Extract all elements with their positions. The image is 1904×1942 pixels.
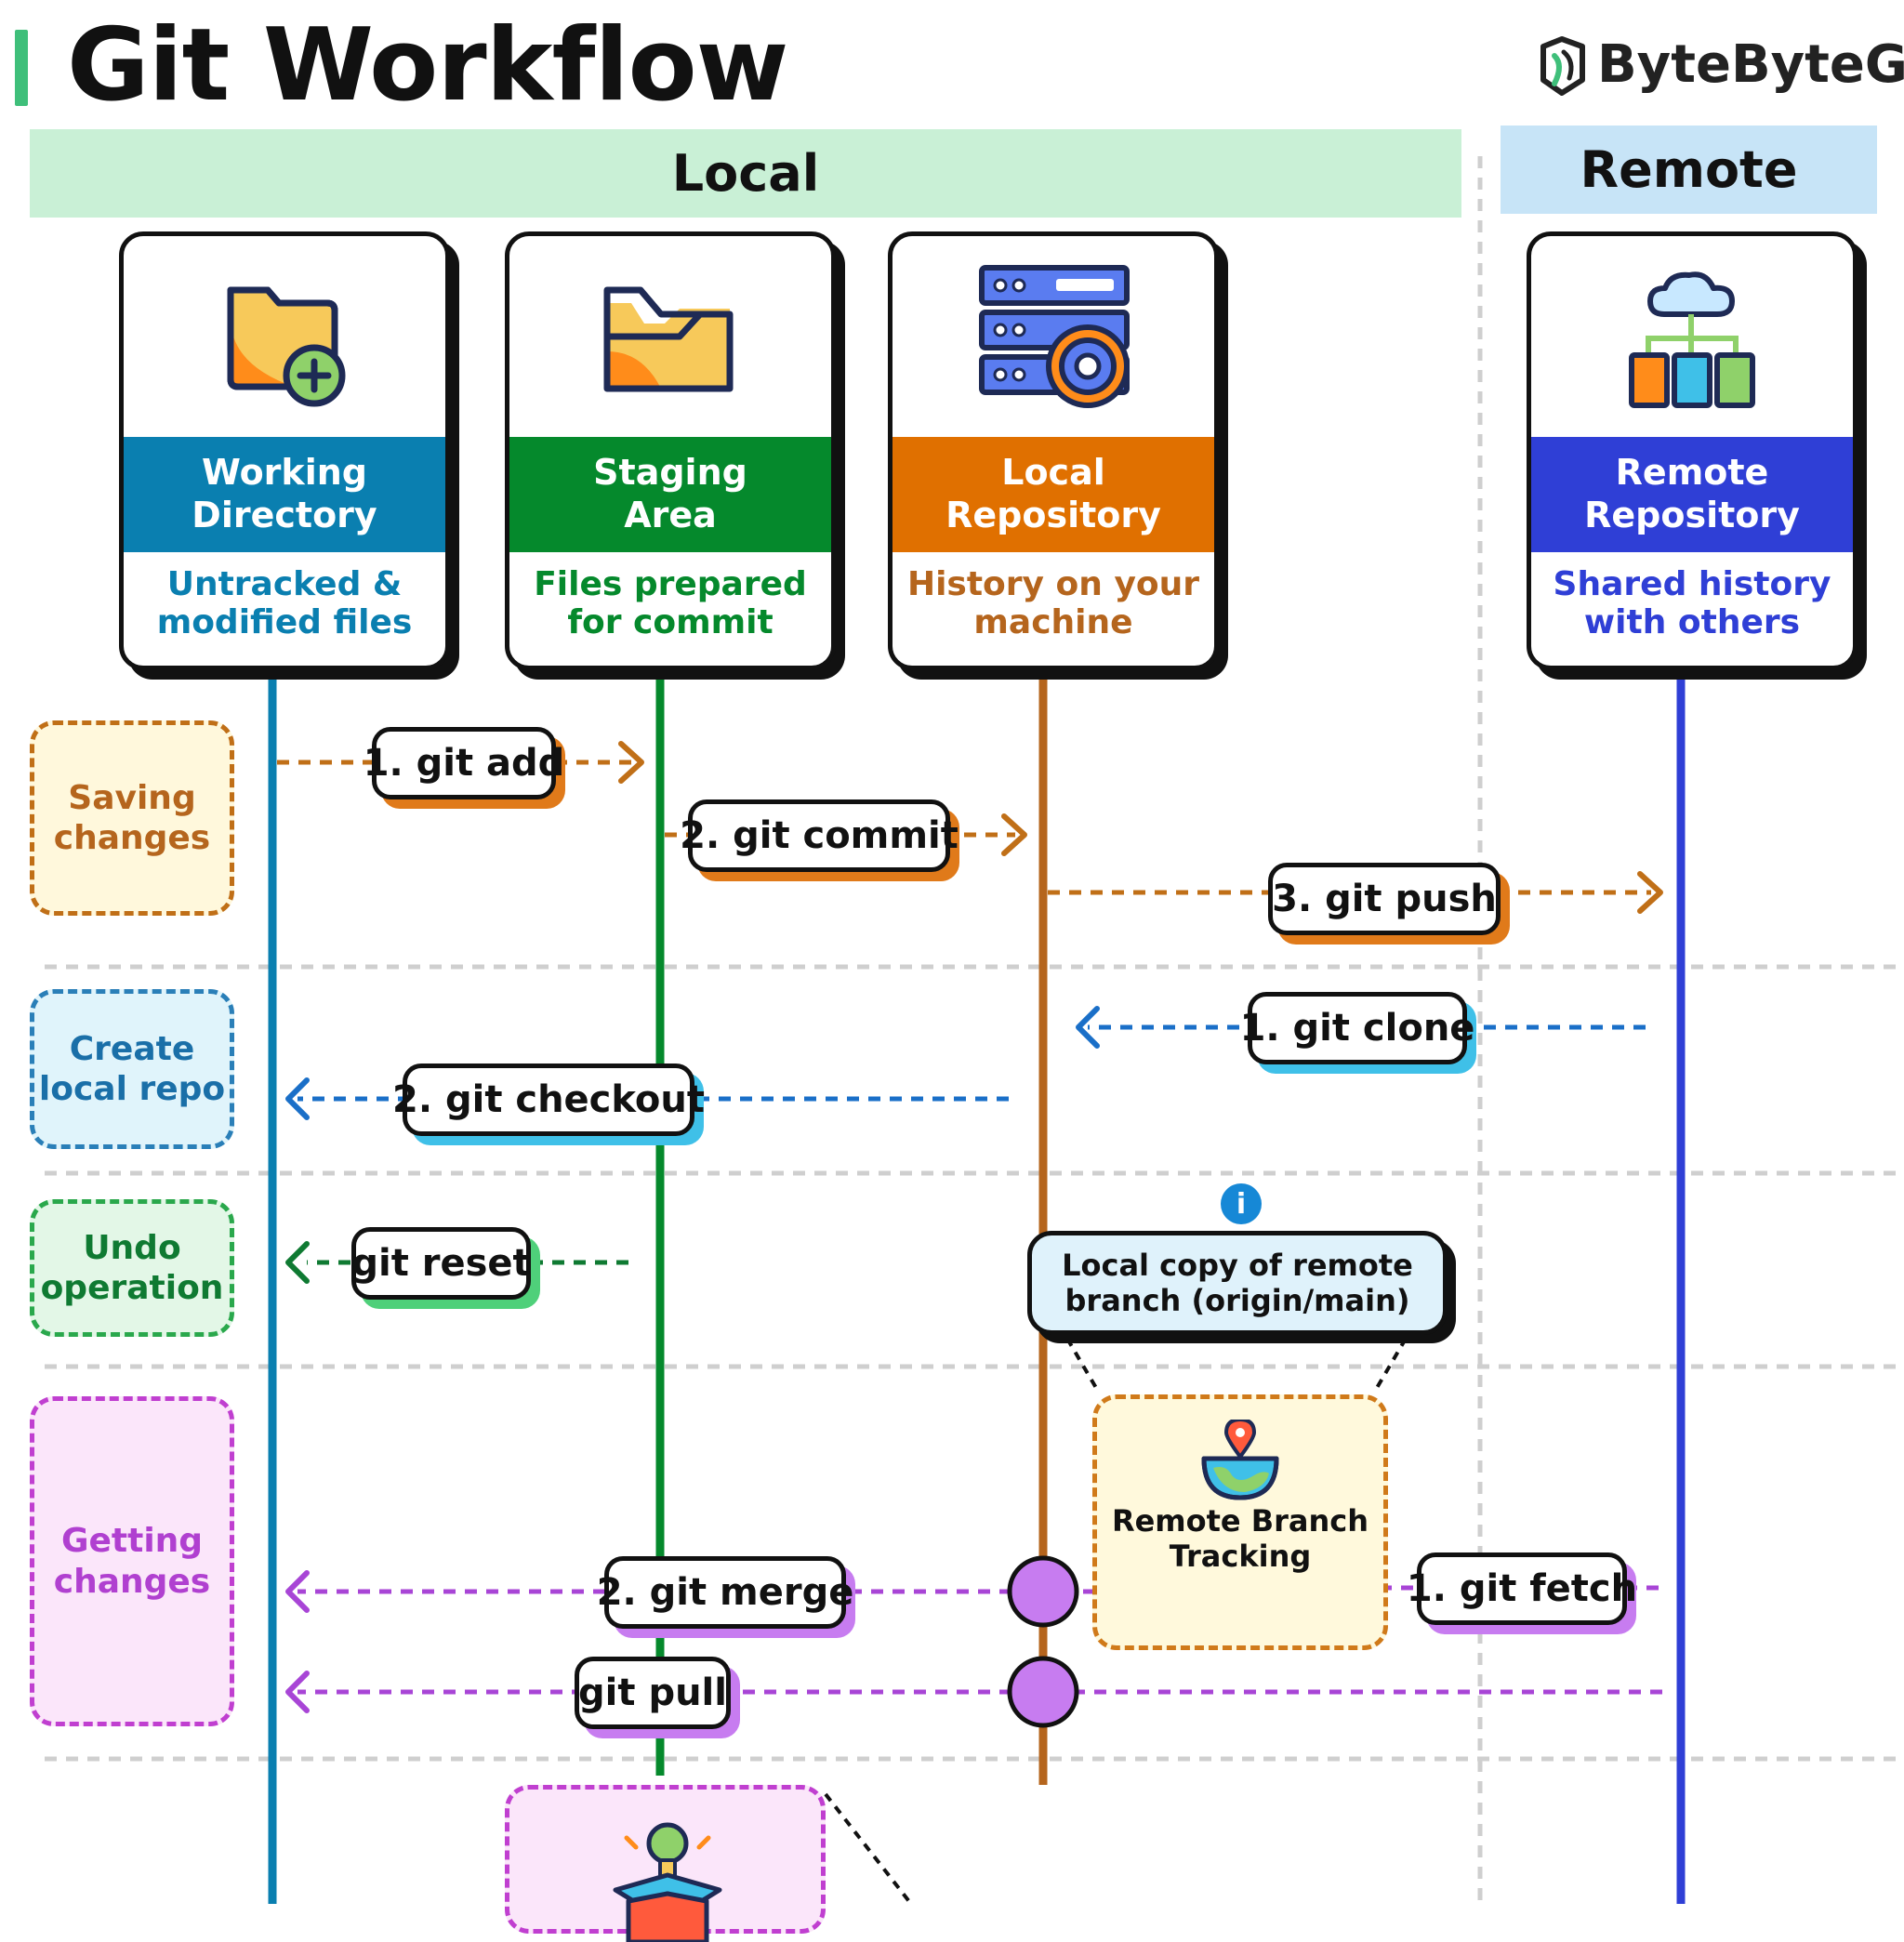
working-title-line1: Working <box>202 452 367 494</box>
git-reset-command[interactable]: git reset <box>351 1227 531 1300</box>
idea-box <box>505 1785 826 1942</box>
undo-operation-category: Undo operation <box>30 1199 234 1337</box>
local-repository-title: Local Repository <box>892 437 1214 552</box>
local-repository-card: Local Repository History on your machine <box>888 231 1219 670</box>
info-icon: i <box>1221 1183 1262 1224</box>
git-commit-arrowhead <box>1001 813 1027 856</box>
git-push-command[interactable]: 3. git push <box>1268 863 1501 935</box>
remote-title-line1: Remote <box>1615 452 1769 494</box>
local-repository-desc: History on your machine <box>892 565 1214 642</box>
tracking-line2: Tracking <box>1169 1539 1312 1575</box>
remote-title-line2: Repository <box>1584 495 1800 535</box>
working-title-line2: Directory <box>192 495 377 535</box>
git-checkout-command[interactable]: 2. git checkout <box>392 1063 705 1136</box>
git-clone-arrowhead <box>1076 1006 1100 1049</box>
idea-package-icon <box>613 1822 722 1942</box>
getting-line1: Getting <box>60 1522 204 1561</box>
git-pull-arrowhead <box>285 1671 310 1713</box>
leader-line <box>824 1792 913 1904</box>
staging-desc-line1: Files prepared <box>534 565 807 603</box>
remote-repository-card: Remote Repository Shared history with ot… <box>1527 231 1858 670</box>
git-add-command[interactable]: 1. git add <box>364 727 564 799</box>
working-desc-line1: Untracked & <box>166 565 403 603</box>
staging-title-line1: Staging <box>593 452 747 494</box>
localrepo-title-line2: Repository <box>945 495 1161 535</box>
page-title: Git Workflow <box>67 7 788 124</box>
remote-branch-tracking-box: Remote Branch Tracking <box>1092 1394 1388 1650</box>
staging-title-line2: Area <box>624 495 717 535</box>
leader-line <box>1372 1337 1408 1394</box>
staging-area-desc: Files prepared for commit <box>509 565 831 642</box>
getting-changes-category: Getting changes <box>30 1396 234 1726</box>
create-line2: local repo <box>38 1070 226 1108</box>
folder-plus-icon <box>124 262 445 411</box>
create-local-repo-category: Create local repo <box>30 989 234 1149</box>
saving-line2: changes <box>53 819 211 857</box>
git-checkout-arrowhead <box>285 1077 310 1120</box>
local-copy-line1: Local copy of remote <box>1062 1247 1413 1283</box>
pull-node <box>1007 1656 1079 1728</box>
saving-line1: Saving <box>68 778 196 817</box>
brand-name: ByteByteGo <box>1597 34 1904 95</box>
git-push-arrowhead <box>1637 871 1663 914</box>
server-gear-icon <box>892 262 1214 420</box>
git-reset-arrowhead <box>285 1241 310 1284</box>
remote-repository-desc: Shared history with others <box>1531 565 1853 642</box>
working-directory-card: Working Directory Untracked & modified f… <box>119 231 450 670</box>
git-merge-arrowhead <box>285 1570 310 1613</box>
local-zone-header: Local <box>30 129 1461 218</box>
merge-node <box>1007 1555 1079 1628</box>
remote-repository-title: Remote Repository <box>1531 437 1853 552</box>
saving-changes-category: Saving changes <box>30 720 234 916</box>
git-commit-command[interactable]: 2. git commit <box>680 799 959 872</box>
bytebytego-logo-icon <box>1540 36 1585 96</box>
localrepo-title-line1: Local <box>1001 452 1105 494</box>
globe-pin-icon <box>1201 1420 1279 1500</box>
git-pull-command[interactable]: git pull <box>575 1657 731 1729</box>
leader-line <box>1065 1337 1101 1394</box>
local-copy-line2: branch (origin/main) <box>1064 1283 1410 1318</box>
staging-area-card: Staging Area Files prepared for commit <box>505 231 836 670</box>
tracking-label: Remote Branch Tracking <box>1097 1503 1383 1575</box>
create-line1: Create <box>69 1029 195 1068</box>
working-directory-title: Working Directory <box>124 437 445 552</box>
git-fetch-command[interactable]: 1. git fetch <box>1407 1552 1637 1625</box>
git-clone-command[interactable]: 1. git clone <box>1240 992 1474 1064</box>
localrepo-desc-line1: History on your <box>906 565 1200 603</box>
remote-desc-line2: with others <box>1583 603 1801 642</box>
git-merge-command[interactable]: 2. git merge <box>597 1556 853 1629</box>
localrepo-desc-line2: machine <box>973 603 1133 642</box>
remote-zone-header: Remote <box>1501 126 1877 214</box>
folder-icon <box>509 262 831 411</box>
undo-line2: operation <box>40 1269 224 1307</box>
remote-desc-line1: Shared history <box>1553 565 1831 603</box>
undo-line1: Undo <box>83 1228 181 1267</box>
staging-desc-line2: for commit <box>567 603 774 642</box>
local-copy-note: Local copy of remote branch (origin/main… <box>1027 1231 1448 1335</box>
staging-area-title: Staging Area <box>509 437 831 552</box>
cloud-network-icon <box>1531 262 1853 420</box>
remote-zone-label: Remote <box>1580 140 1798 199</box>
working-directory-desc: Untracked & modified files <box>124 565 445 642</box>
title-accent-bar <box>15 30 28 106</box>
git-add-arrowhead <box>618 741 644 784</box>
tracking-line1: Remote Branch <box>1111 1503 1369 1539</box>
working-desc-line2: modified files <box>156 603 413 642</box>
local-zone-label: Local <box>671 144 820 203</box>
getting-line2: changes <box>53 1562 211 1601</box>
